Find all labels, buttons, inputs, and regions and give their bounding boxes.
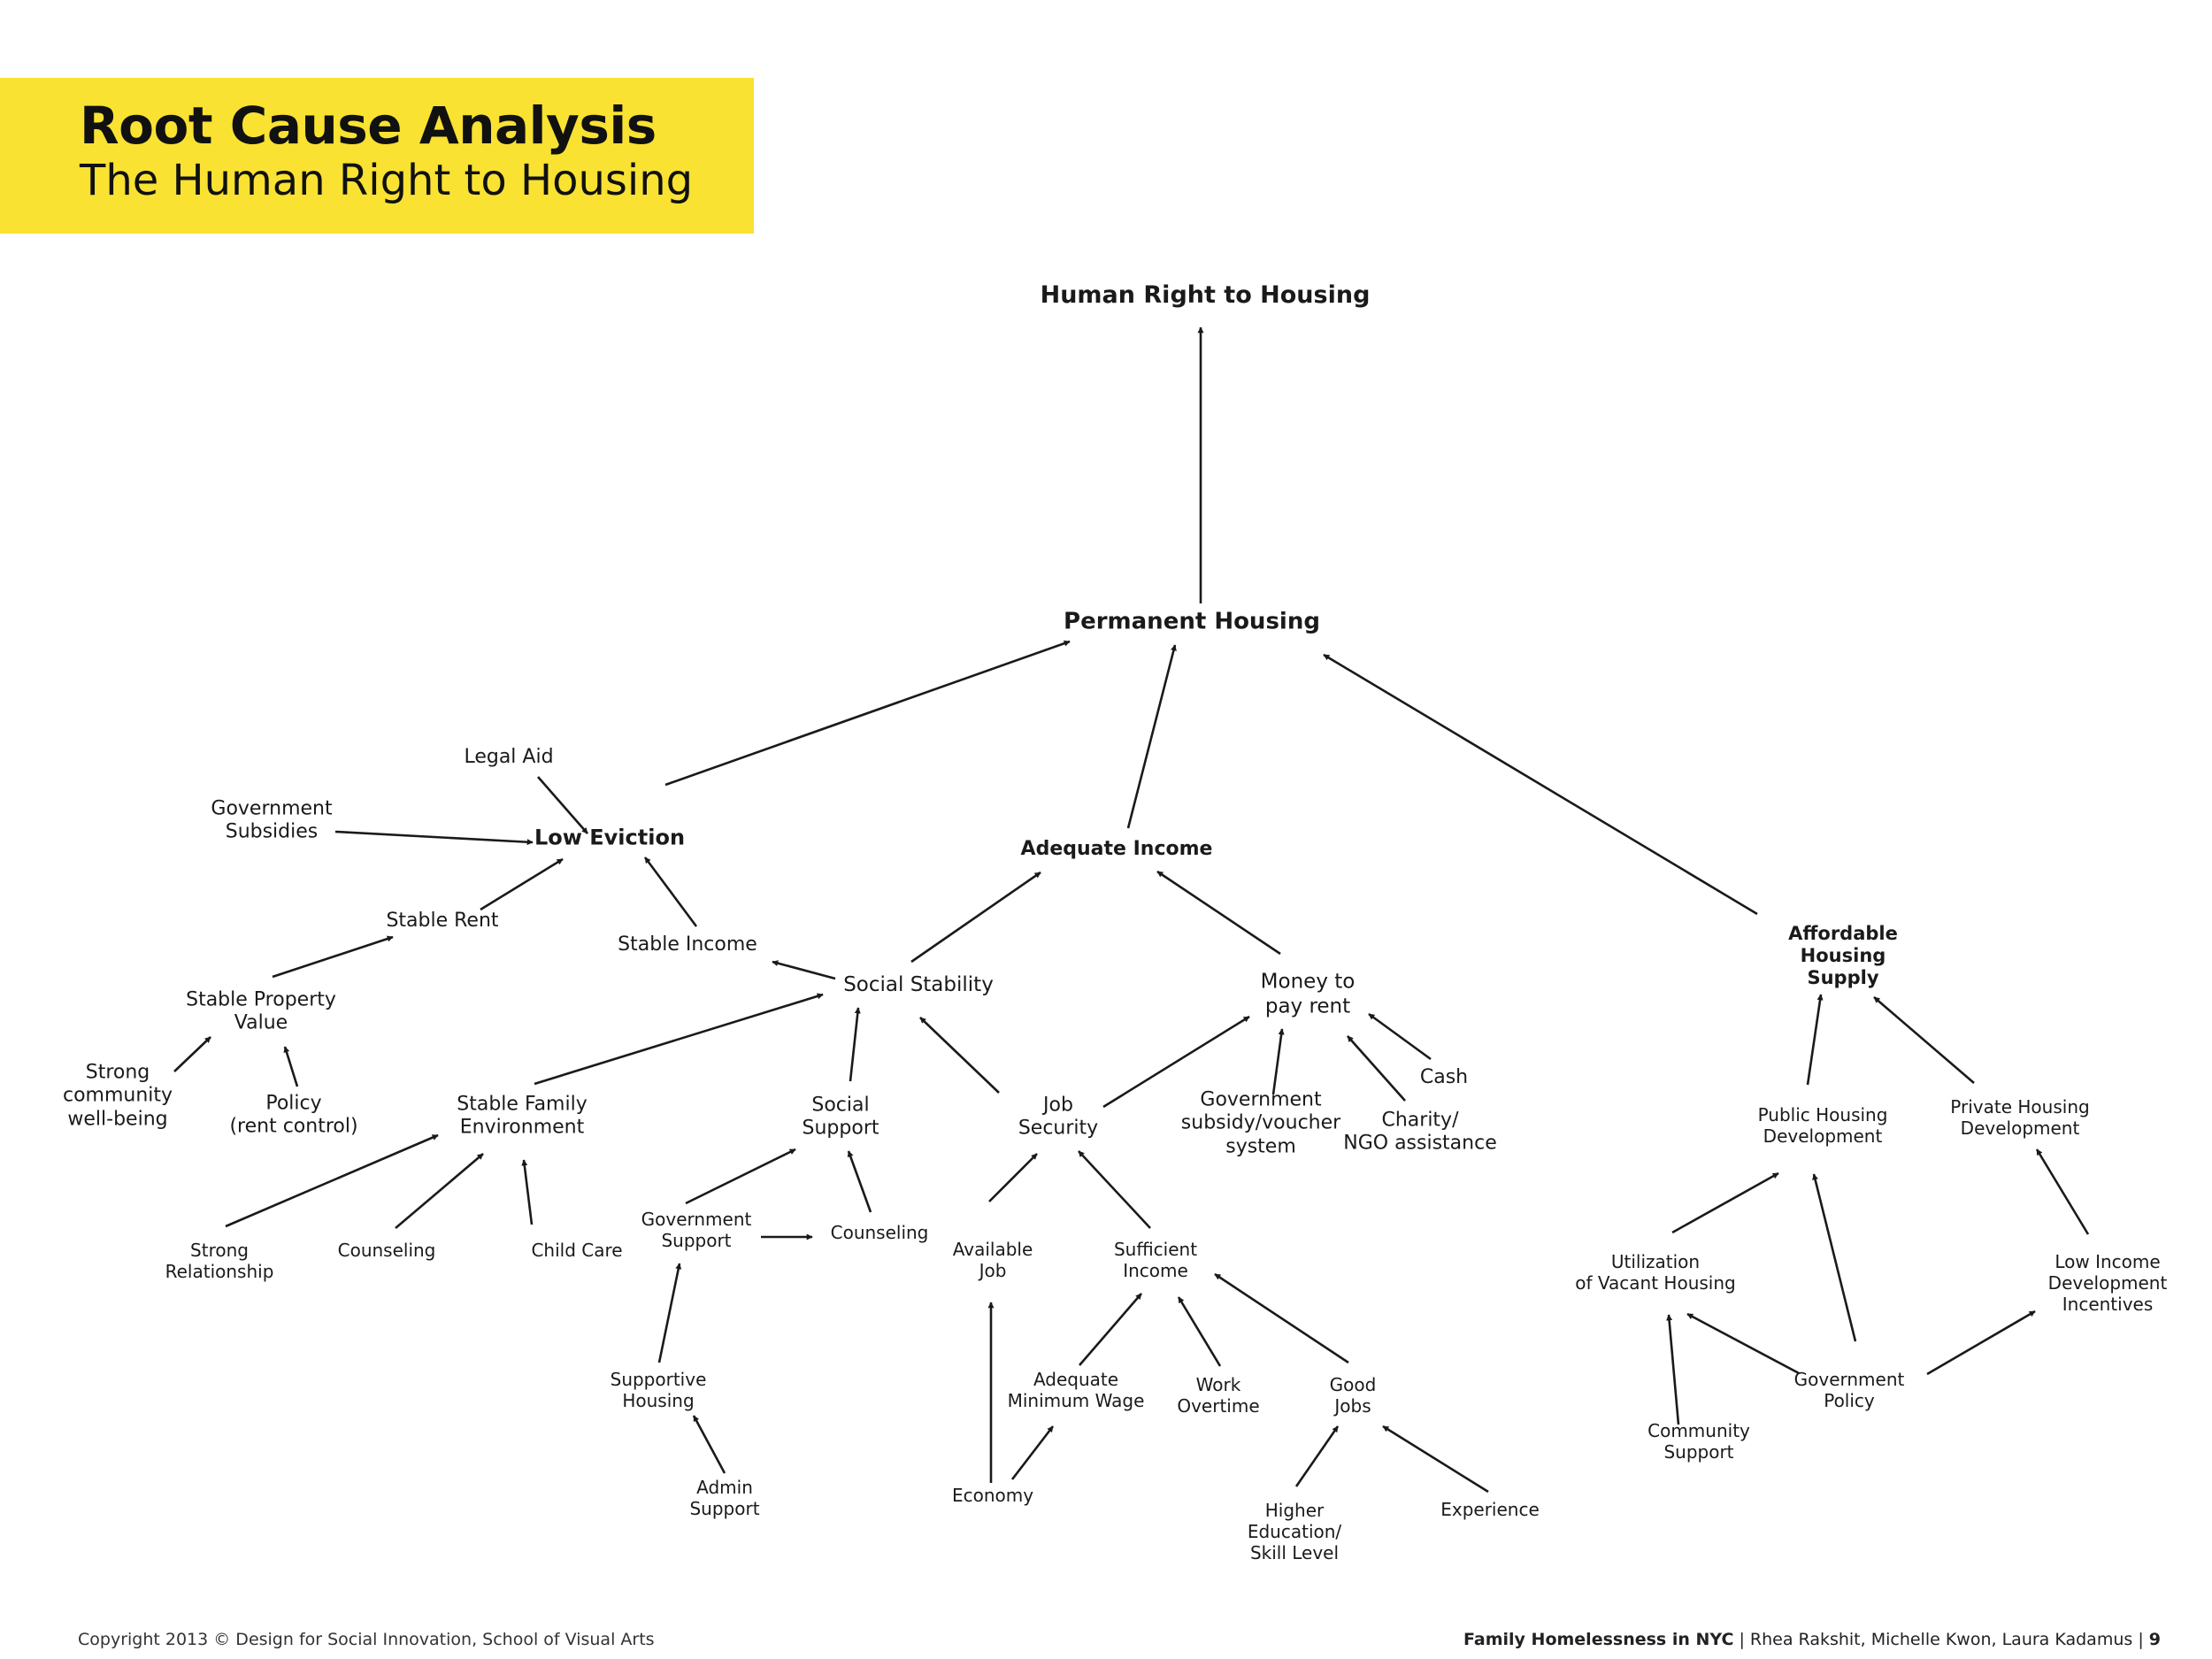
edge-sufficient-income-to-job-security — [1078, 1150, 1151, 1229]
edge-low-income-dev-to-private-housing — [1666, 1314, 1680, 1425]
edge-legal-aid-to-low-eviction — [537, 776, 588, 834]
node-work-overtime: Work Overtime — [1177, 1374, 1260, 1417]
node-social-support: Social Support — [802, 1094, 879, 1140]
node-counseling-1: Counseling — [337, 1240, 436, 1261]
node-economy: Economy — [951, 1485, 1034, 1506]
node-experience: Experience — [1440, 1499, 1540, 1520]
node-good-jobs: Good Jobs — [1329, 1374, 1377, 1417]
edge-stable-income-to-low-eviction — [643, 856, 698, 927]
node-supportive-housing: Supportive Housing — [610, 1369, 707, 1411]
node-social-stability: Social Stability — [843, 973, 994, 997]
edge-experience-to-good-jobs — [1382, 1425, 1489, 1494]
edge-utilization-vacant-to-public-housing — [1671, 1171, 1779, 1234]
edge-higher-education-to-good-jobs — [1294, 1425, 1340, 1487]
node-community-support: Community Support — [1647, 1420, 1750, 1463]
edge-social-stability-to-stable-income — [772, 960, 836, 980]
page-title: Root Cause Analysis — [80, 96, 657, 156]
node-human-right: Human Right to Housing — [1040, 280, 1371, 309]
edge-cash-to-money-rent — [1368, 1012, 1432, 1061]
edge-gov-support-to-social-support — [685, 1148, 796, 1205]
edge-counseling-1-to-stable-family — [395, 1153, 484, 1229]
edge-gov-subsidies-to-low-eviction — [334, 830, 534, 846]
node-child-care: Child Care — [531, 1240, 623, 1261]
node-available-job: Available Job — [952, 1239, 1033, 1281]
edge-economy-to-adequate-min-wage — [1010, 1425, 1055, 1480]
node-cash: Cash — [1419, 1065, 1469, 1088]
edge-good-jobs-to-sufficient-income — [1214, 1272, 1349, 1364]
edge-stable-family-to-social-stability — [534, 993, 824, 1086]
node-policy-rent: Policy (rent control) — [229, 1092, 358, 1138]
node-adequate-income: Adequate Income — [1020, 837, 1213, 860]
node-admin-support: Admin Support — [689, 1477, 760, 1519]
node-strong-relationship: Strong Relationship — [165, 1240, 274, 1282]
edge-policy-rent-to-stable-property — [283, 1046, 299, 1087]
edge-strong-community-to-stable-property — [173, 1036, 211, 1072]
edge-affordable-housing-to-permanent-housing — [1323, 653, 1758, 916]
page-subtitle: The Human Right to Housing — [80, 156, 694, 205]
edge-supportive-housing-to-gov-support — [657, 1263, 682, 1363]
edge-adequate-income-to-permanent-housing — [1126, 644, 1177, 829]
node-low-income-dev: Low Income Development Incentives — [2047, 1251, 2168, 1315]
node-money-rent: Money to pay rent — [1260, 970, 1356, 1018]
node-stable-rent: Stable Rent — [386, 909, 499, 932]
node-charity-ngo: Charity/ NGO assistance — [1343, 1109, 1497, 1155]
edge-job-security-to-social-stability — [919, 1017, 1000, 1094]
node-stable-property: Stable Property Value — [186, 988, 336, 1034]
edge-strong-relationship-to-stable-family — [225, 1133, 439, 1228]
node-higher-education: Higher Education/ Skill Level — [1247, 1500, 1342, 1563]
node-adequate-min-wage: Adequate Minimum Wage — [1007, 1369, 1145, 1411]
footer-copyright: Copyright 2013 © Design for Social Innov… — [78, 1630, 655, 1649]
node-stable-family: Stable Family Environment — [457, 1093, 588, 1139]
edge-community-support-to-utilization-vacant — [2035, 1148, 2090, 1235]
edge-gov-policy-to-low-income-dev — [1926, 1310, 2036, 1376]
edge-admin-support-to-supportive-housing — [692, 1415, 726, 1474]
node-strong-community: Strong community well-being — [62, 1061, 173, 1131]
node-counseling-2: Counseling — [830, 1222, 929, 1243]
node-utilization-vacant: Utilization of Vacant Housing — [1575, 1251, 1736, 1294]
node-stable-income: Stable Income — [618, 933, 757, 956]
node-private-housing: Private Housing Development — [1950, 1096, 2090, 1139]
edge-social-support-to-social-stability — [849, 1007, 861, 1082]
edge-child-care-to-stable-family — [521, 1159, 534, 1225]
edge-gov-policy-to-public-housing — [1812, 1173, 1857, 1342]
edge-money-rent-to-adequate-income — [1156, 870, 1281, 956]
node-permanent-housing: Permanent Housing — [1064, 608, 1320, 635]
edge-stable-rent-to-low-eviction — [480, 857, 564, 911]
node-low-eviction: Low Eviction — [534, 825, 686, 850]
node-gov-policy: Government Policy — [1793, 1369, 1905, 1411]
edge-job-security-to-money-rent — [1102, 1015, 1250, 1109]
footer-page-number: 9 — [2148, 1630, 2161, 1649]
node-legal-aid: Legal Aid — [464, 745, 554, 768]
edge-low-eviction-to-permanent-housing — [664, 640, 1071, 787]
edge-gov-subsidy-voucher-to-money-rent — [1271, 1028, 1285, 1095]
node-gov-subsidies: Government Subsidies — [211, 797, 333, 843]
node-public-housing: Public Housing Development — [1757, 1104, 1888, 1147]
footer-authors: | Rhea Rakshit, Michelle Kwon, Laura Kad… — [1733, 1630, 2149, 1649]
edge-counseling-2-to-social-support — [847, 1150, 872, 1213]
edge-stable-property-to-stable-rent — [272, 935, 394, 979]
title-block: Root Cause Analysis The Human Right to H… — [0, 78, 754, 234]
node-job-security: Job Security — [1018, 1094, 1099, 1140]
node-sufficient-income: Sufficient Income — [1113, 1239, 1198, 1281]
edge-gov-policy-to-utilization-vacant — [1686, 1312, 1800, 1375]
footer-credits: Family Homelessness in NYC | Rhea Rakshi… — [1463, 1630, 2161, 1649]
edge-adequate-min-wage-to-sufficient-income — [1079, 1293, 1142, 1366]
node-affordable-housing: Affordable Housing Supply — [1788, 923, 1898, 989]
footer-project-title: Family Homelessness in NYC — [1463, 1630, 1734, 1649]
node-gov-subsidy-voucher: Government subsidy/voucher system — [1180, 1088, 1341, 1158]
edge-public-housing-to-affordable-housing — [1806, 994, 1824, 1086]
edge-work-overtime-to-sufficient-income — [1177, 1296, 1222, 1367]
edge-social-stability-to-adequate-income — [910, 871, 1041, 964]
node-gov-support: Government Support — [641, 1209, 752, 1251]
edge-available-job-to-job-security — [988, 1153, 1038, 1202]
edge-private-housing-to-affordable-housing — [1873, 996, 1975, 1084]
edge-charity-ngo-to-money-rent — [1347, 1035, 1406, 1102]
